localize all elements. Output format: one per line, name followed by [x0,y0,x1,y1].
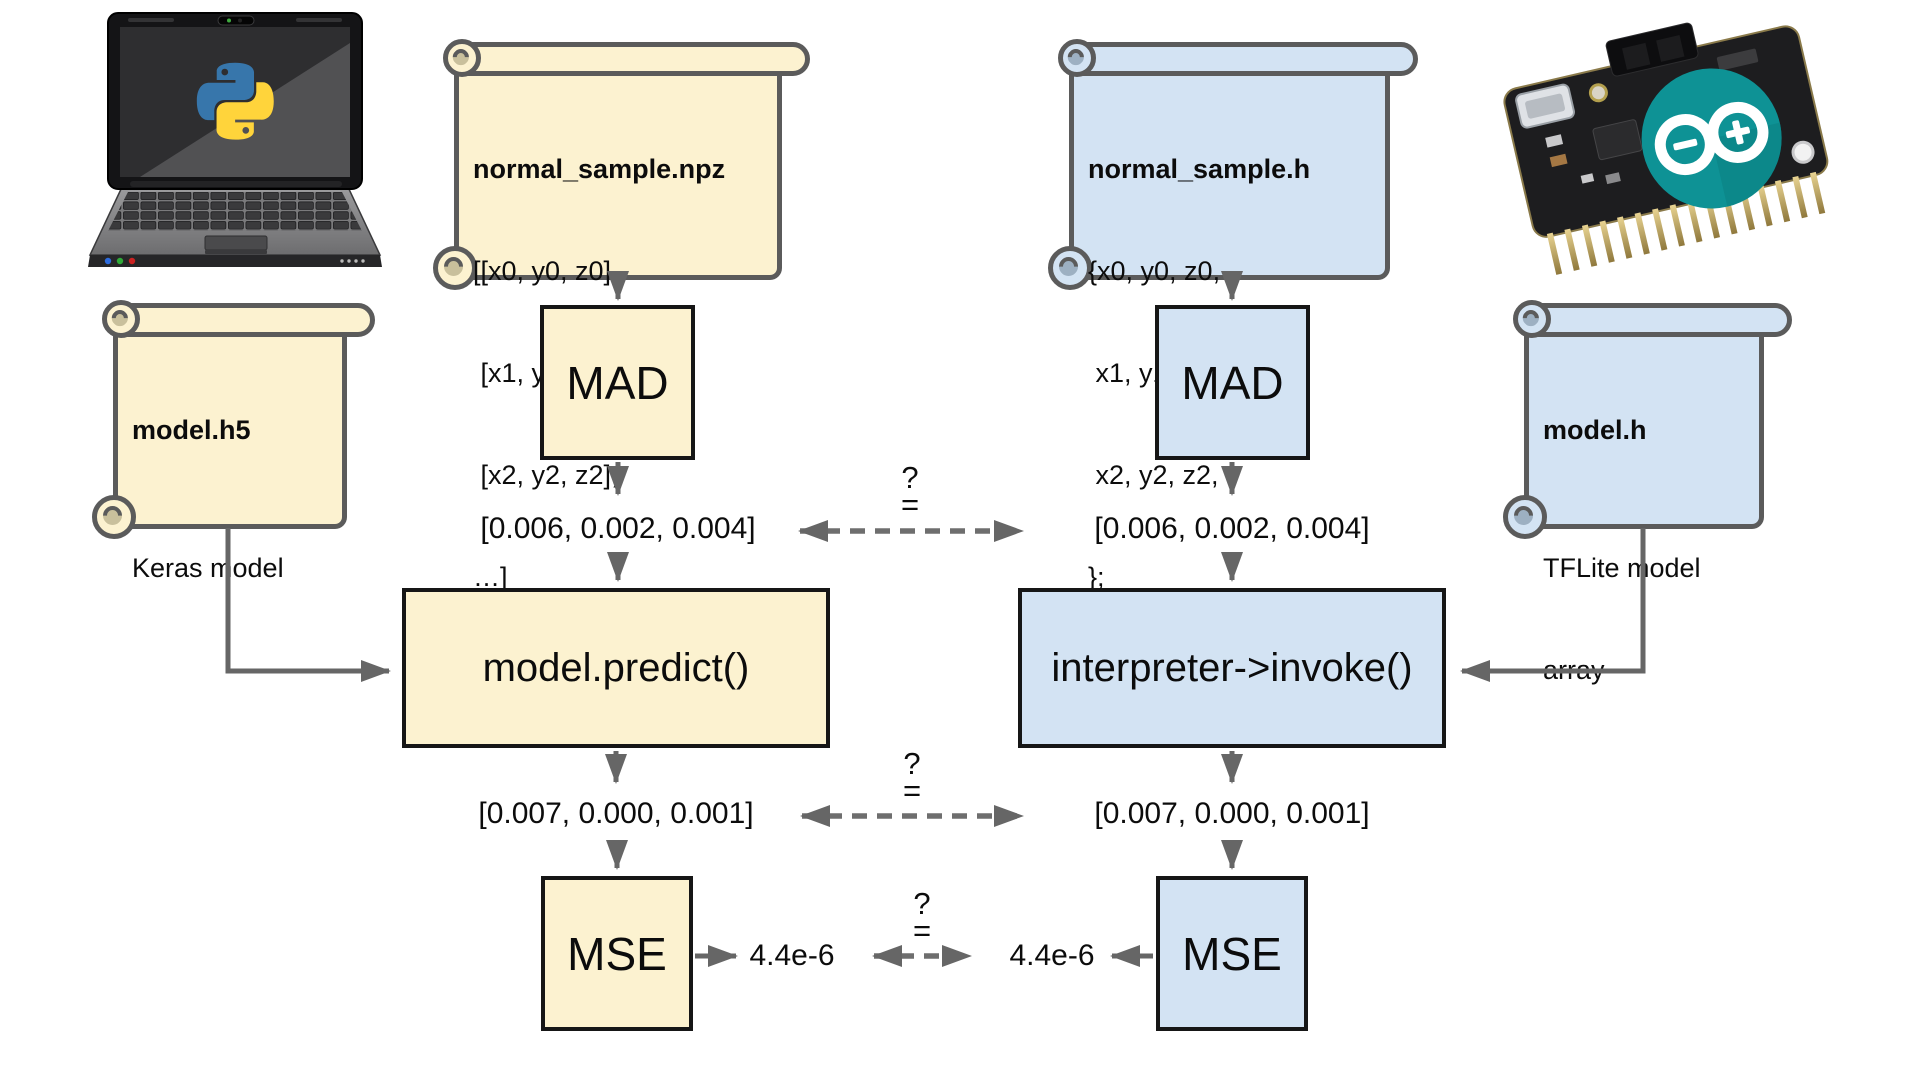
invoke-box: interpreter->invoke() [1018,588,1446,748]
scroll-curl-icon [92,495,136,539]
mad-box-tflite: MAD [1155,305,1310,460]
mse-output-keras: 4.4e-6 [749,939,835,972]
note-title: model.h5 [132,415,251,445]
header-pins [1546,171,1826,275]
note-line: Keras model [132,553,284,583]
mse-box-tflite: MSE [1156,876,1308,1031]
mad-output-tflite: [0.006, 0.002, 0.004] [1094,512,1370,545]
invoke-label: interpreter->invoke() [1051,645,1413,690]
predict-output: [0.007, 0.000, 0.001] [478,797,754,830]
mad-label: MAD [1181,356,1284,409]
scroll-curl-icon [102,300,140,338]
scroll-curl-icon [443,39,481,77]
scroll-curl-icon [433,246,477,290]
compare-symbol-mse: ?= [912,886,932,948]
python-logo-icon [196,62,274,140]
mse-label: MSE [567,927,667,980]
predict-label: model.predict() [482,645,750,690]
note-line: x2, y2, z2, [1088,460,1219,490]
note-title: normal_sample.npz [473,154,726,184]
scroll-curl-icon [1503,495,1547,539]
invoke-output: [0.007, 0.000, 0.001] [1094,797,1370,830]
note-line: [[x0, y0, z0], [473,256,619,286]
scroll-curl-icon [1513,300,1551,338]
arduino-board-illustration [1503,22,1829,275]
scroll-note-model-h5: model.h5 Keras model [92,300,375,583]
mad-output-keras: [0.006, 0.002, 0.004] [480,512,756,545]
mse-box-keras: MSE [541,876,693,1031]
note-line: …] [473,562,508,592]
mse-output-tflite: 4.4e-6 [1009,939,1095,972]
predict-box: model.predict() [402,588,830,748]
compare-symbol-mad: ?= [900,460,920,522]
compare-symbol-infer: ?= [902,746,922,808]
note-line: TFLite model [1543,553,1701,583]
python-laptop-illustration [88,12,382,267]
note-line: }; [1088,562,1105,592]
mad-label: MAD [566,356,669,409]
scroll-note-normal-sample-h: normal_sample.h {x0, y0, z0, x1, y1, z1,… [1048,39,1418,592]
note-line: {x0, y0, z0, [1088,256,1221,286]
note-title: normal_sample.h [1088,154,1311,184]
mse-label: MSE [1182,927,1282,980]
scroll-note-model-h: model.h TFLite model array [1503,300,1792,685]
scroll-curl-icon [1048,246,1092,290]
arduino-logo-icon [1641,68,1782,209]
note-title: model.h [1543,415,1647,445]
mad-box-keras: MAD [540,305,695,460]
scroll-curl-icon [1058,39,1096,77]
